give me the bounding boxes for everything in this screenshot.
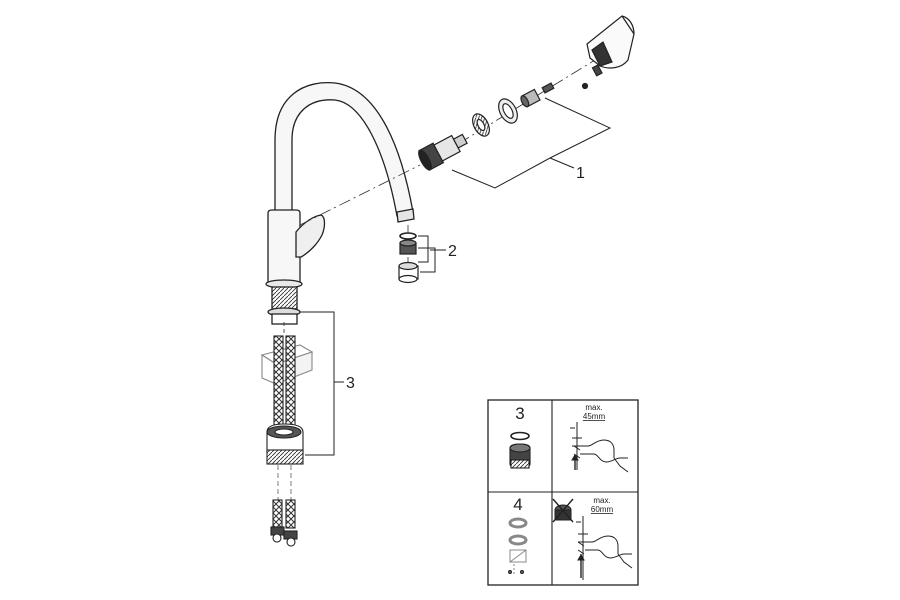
spout	[274, 81, 414, 219]
axis-line-body	[299, 164, 421, 226]
hose-tail-right	[285, 499, 296, 529]
cartridge-ring-smooth	[498, 98, 518, 124]
table-row1-worktop-drawing	[570, 422, 629, 473]
install-table: 3 max. 45mm 4	[487, 399, 639, 586]
threaded-shank	[271, 286, 298, 310]
table-row2-crossed-nut	[552, 498, 574, 523]
hose-parts	[260, 335, 314, 547]
table-row1-max-value: 45mm	[583, 412, 606, 421]
spout-tip	[396, 208, 415, 223]
cartridge	[418, 133, 468, 171]
hose-end-fittings	[270, 526, 298, 547]
table-row2-parts	[508, 517, 528, 575]
table-row2-max-label: max.	[593, 496, 610, 505]
lever-handle	[586, 15, 635, 69]
table-row1-max-label: max.	[585, 403, 602, 412]
aerator-seal	[399, 232, 417, 240]
callout-2-leader	[418, 235, 446, 273]
lever	[295, 214, 326, 258]
callout-1-label: 1	[576, 165, 585, 182]
braided-hose-right	[285, 335, 296, 427]
table-row1-parts	[509, 431, 531, 469]
cartridge-parts	[418, 15, 635, 171]
callout-3-label: 3	[346, 375, 355, 392]
faucet-body	[265, 81, 415, 325]
hose-tail-left	[272, 499, 283, 529]
grub-screw	[581, 64, 603, 90]
aerator-insert	[399, 239, 417, 255]
aerator-housing	[398, 261, 419, 284]
body-column	[267, 209, 301, 283]
callout-2-label: 2	[448, 243, 457, 260]
hose-connection-nut	[266, 423, 304, 465]
cartridge-ring-threaded	[472, 113, 490, 137]
fixing-nut	[271, 313, 298, 325]
table-row2-number: 4	[513, 495, 522, 514]
callout-1-leader	[451, 97, 612, 189]
table-row2-max-value: 60mm	[591, 505, 614, 514]
axis-line-cartridge	[439, 59, 596, 156]
table-row2-worktop-drawing	[576, 516, 633, 580]
callout-3-leader	[300, 311, 344, 456]
table-row1-number: 3	[515, 404, 524, 423]
cartridge-adapter	[520, 88, 541, 108]
braided-hose-left	[273, 335, 284, 427]
small-screw	[541, 82, 555, 94]
aerator-parts	[398, 232, 419, 284]
